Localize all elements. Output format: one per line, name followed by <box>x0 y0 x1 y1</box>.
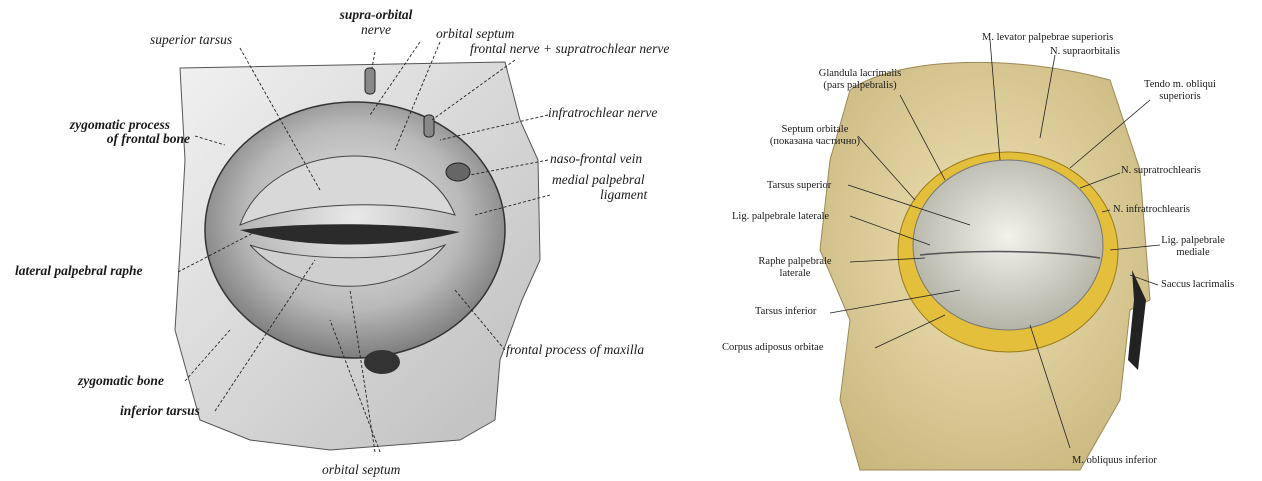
label-frontal-nerve: frontal nerve + supratrochlear nerve <box>470 42 669 56</box>
label-lig-medial-2: mediale <box>1148 247 1238 259</box>
label-tendo-2: superioris <box>1125 91 1235 103</box>
label-raphe-1: Raphe palpebrale <box>745 256 845 268</box>
label-orbital-septum-top: orbital septum <box>436 27 514 41</box>
label-supraorbitalis: N. supraorbitalis <box>1050 46 1120 58</box>
label-inferior-tarsus: inferior tarsus <box>120 404 200 418</box>
label-tendo-1: Tendo m. obliqui <box>1125 79 1235 91</box>
right-anatomy-figure: M. levator palpebrae superioris N. supra… <box>700 0 1262 481</box>
label-medial-palpebral-1: medial palpebral <box>552 173 645 187</box>
left-anatomy-figure: superior tarsus supra-orbital nerve orbi… <box>0 0 700 481</box>
label-corpus: Corpus adiposus orbitae <box>722 342 824 354</box>
label-orbital-septum-bottom: orbital septum <box>322 463 400 477</box>
label-levator: M. levator palpebrae superioris <box>982 32 1113 44</box>
label-lig-lateral: Lig. palpebrale laterale <box>732 211 829 223</box>
label-supra-orbital-2: nerve <box>326 23 426 37</box>
label-glandula-2: (pars palpebralis) <box>800 80 920 92</box>
label-supratrochlearis: N. supratrochlearis <box>1121 165 1201 177</box>
label-zygomatic-bone: zygomatic bone <box>78 374 164 388</box>
label-septum-2: (показана частично) <box>760 136 870 148</box>
supra-orbital-nerve-stub <box>365 68 375 94</box>
label-infratrochlear-nerve: infratrochlear nerve <box>548 106 657 120</box>
label-superior-tarsus: superior tarsus <box>150 33 232 47</box>
left-illustration <box>0 0 700 481</box>
label-zygomatic-process-2: of frontal bone <box>40 132 190 146</box>
label-glandula-1: Glandula lacrimalis <box>800 68 920 80</box>
label-medial-palpebral-2: ligament <box>600 188 647 202</box>
label-frontal-process-maxilla: frontal process of maxilla <box>506 343 644 357</box>
label-lateral-palpebral-raphe: lateral palpebral raphe <box>15 264 143 278</box>
eyelid-globe <box>913 160 1103 330</box>
label-zygomatic-process-1: zygomatic process <box>40 118 170 132</box>
label-naso-frontal-vein: naso-frontal vein <box>550 152 642 166</box>
label-tarsus-superior: Tarsus superior <box>767 180 831 192</box>
label-septum-1: Septum orbitale <box>760 124 870 136</box>
label-raphe-2: laterale <box>745 268 845 280</box>
label-saccus: Saccus lacrimalis <box>1161 279 1234 291</box>
zygomatic-shadow <box>364 350 400 374</box>
label-tarsus-inferior: Tarsus inferior <box>755 306 816 318</box>
label-supra-orbital-1: supra-orbital <box>326 8 426 22</box>
label-infratrochlearis: N. infratrochlearis <box>1113 204 1190 216</box>
label-lig-medial-1: Lig. palpebrale <box>1148 235 1238 247</box>
naso-frontal-vein <box>446 163 470 181</box>
label-obliquus: M. obliquus inferior <box>1072 455 1157 467</box>
infratrochlear-nerve-stub <box>424 115 434 137</box>
